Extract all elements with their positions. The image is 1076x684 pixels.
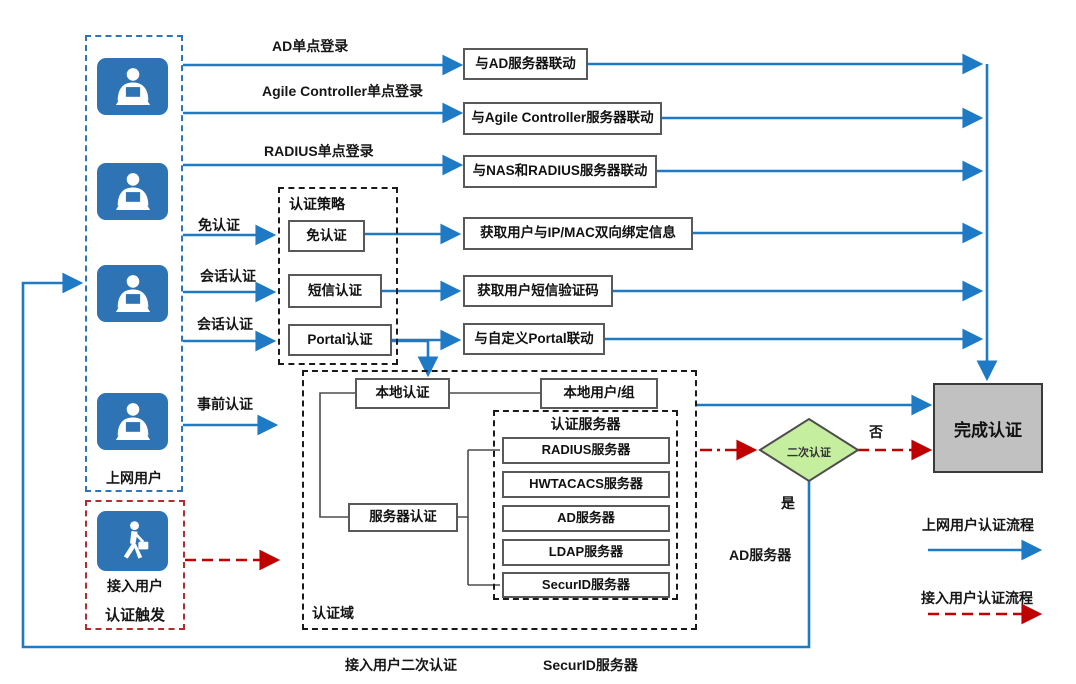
bracket-left <box>319 392 355 518</box>
label-securid-note: SecurID服务器 <box>543 657 638 673</box>
access-user-icon <box>97 511 168 571</box>
bracket-right <box>458 449 500 586</box>
label-access-second-auth: 接入用户二次认证 <box>345 657 457 673</box>
complete-auth-box: 完成认证 <box>933 383 1043 473</box>
legend-access-flow-label: 接入用户认证流程 <box>921 590 1033 606</box>
decision-label: 二次认证 <box>787 447 831 459</box>
radius-server-box: RADIUS服务器 <box>502 437 670 464</box>
label-agile-sso: Agile Controller单点登录 <box>262 83 424 99</box>
person-laptop-icon <box>115 274 150 312</box>
local-auth-box: 本地认证 <box>355 378 450 409</box>
label-session-auth-b: 会话认证 <box>197 316 253 332</box>
user-icon-3 <box>97 265 168 322</box>
policy-sms-auth-box: 短信认证 <box>288 274 382 308</box>
ad-server-box: AD服务器 <box>502 505 670 532</box>
action-ipmac-binding-box: 获取用户与IP/MAC双向绑定信息 <box>463 217 693 250</box>
legend-internet-flow-label: 上网用户认证流程 <box>922 517 1034 533</box>
ldap-server-box: LDAP服务器 <box>502 539 670 566</box>
label-pre-auth: 事前认证 <box>197 396 253 412</box>
action-custom-portal-box: 与自定义Portal联动 <box>463 323 605 355</box>
action-nas-radius-linkage-box: 与NAS和RADIUS服务器联动 <box>463 155 657 188</box>
server-auth-box: 服务器认证 <box>348 503 458 532</box>
label-ad-sso: AD单点登录 <box>272 38 349 54</box>
auth-domain-group <box>302 370 697 630</box>
access-user-group <box>85 500 185 630</box>
feedback-loop <box>21 272 811 649</box>
policy-no-auth-box: 免认证 <box>288 220 365 252</box>
internet-users-label: 上网用户 <box>106 470 162 486</box>
label-session-auth-a: 会话认证 <box>200 268 256 284</box>
person-laptop-icon <box>115 402 150 440</box>
action-agile-linkage-box: 与Agile Controller服务器联动 <box>463 102 662 135</box>
walking-person-icon <box>123 521 148 559</box>
action-ad-linkage-box: 与AD服务器联动 <box>463 48 588 80</box>
action-sms-code-box: 获取用户短信验证码 <box>463 275 613 307</box>
internet-users-group <box>85 35 183 492</box>
label-radius-sso: RADIUS单点登录 <box>264 143 374 159</box>
auth-servers-title: 认证服务器 <box>550 416 621 432</box>
user-icon-4 <box>97 393 168 450</box>
arrow-portal-to-local-auth <box>392 339 439 378</box>
user-icon-1 <box>97 58 168 115</box>
policy-portal-auth-box: Portal认证 <box>288 324 392 356</box>
decision-diamond <box>758 417 860 483</box>
label-no-auth: 免认证 <box>198 217 240 233</box>
auth-policy-title: 认证策略 <box>289 196 345 212</box>
local-users-box: 本地用户/组 <box>540 378 658 409</box>
auth-domain-title: 认证域 <box>312 605 354 621</box>
auth-policy-group <box>278 187 398 365</box>
auth-trigger-label: 认证触发 <box>104 607 165 624</box>
user-icon-2 <box>97 163 168 220</box>
hwtacacs-server-box: HWTACACS服务器 <box>502 471 670 498</box>
person-laptop-icon <box>115 172 150 210</box>
label-ad-server-note: AD服务器 <box>729 547 792 563</box>
label-yes: 是 <box>781 495 795 511</box>
securid-server-box: SecurID服务器 <box>502 572 670 598</box>
person-laptop-icon <box>115 67 150 105</box>
access-user-label: 接入用户 <box>107 578 163 594</box>
label-no: 否 <box>869 424 883 440</box>
auth-servers-group <box>493 410 678 600</box>
